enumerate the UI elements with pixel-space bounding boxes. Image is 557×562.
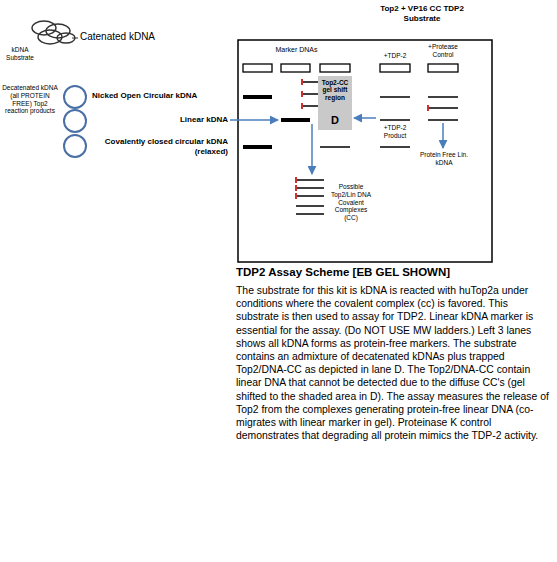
gel-band <box>380 96 410 98</box>
region-label: Top2-CC gel shift region <box>319 79 351 101</box>
red-tick <box>301 103 303 109</box>
red-tick <box>301 91 303 97</box>
ccc-label: Covalently closed circular kDNA (relaxed… <box>92 137 228 156</box>
gel-band <box>243 95 272 99</box>
gel-band <box>296 187 324 189</box>
nicked-label: Nicked Open Circular kDNA <box>92 91 232 101</box>
red-tick <box>427 105 429 111</box>
callout-label: Possible Top2/Lin DNA Covalent Complexes… <box>327 183 375 222</box>
gel-band <box>428 107 458 109</box>
linear-label: Linear kDNA <box>92 115 228 125</box>
gel-outline <box>238 40 492 262</box>
gel-band <box>243 145 272 149</box>
gel-band <box>296 205 324 207</box>
gel-band <box>428 96 458 98</box>
lane-group-label: Marker DNAs <box>243 46 350 54</box>
lane-label: +TDP-2 <box>372 52 418 60</box>
gel-band <box>428 119 458 121</box>
pointer-line <box>72 38 78 39</box>
decatenated-circles <box>64 86 86 157</box>
gel-band <box>302 81 318 83</box>
red-tick <box>295 177 297 183</box>
shaded-region: Top2-CC gel shift regionD <box>318 76 352 130</box>
substrate-header: Top2 + VP16 CC TDP2 Substrate <box>362 4 482 23</box>
gel-band <box>296 195 324 197</box>
gel-band <box>296 213 324 215</box>
lane-letter: D <box>331 114 339 127</box>
cc-arrow <box>311 124 313 174</box>
callout-label: Protein Free Lin. kDNA <box>417 151 471 167</box>
substrate-label: kDNA Substrate <box>2 46 38 62</box>
decatenated-label: Decatenated kDNA (all PROTEIN FREE) Top2… <box>0 84 60 115</box>
caption-text: The substrate for this kit is kDNA is re… <box>236 284 550 442</box>
gel-band <box>380 119 410 121</box>
linear-arrow <box>230 119 278 121</box>
gel-band <box>302 93 318 95</box>
red-tick <box>301 79 303 85</box>
protein-free-arrow <box>442 123 444 148</box>
gel-wells <box>243 64 458 72</box>
red-tick <box>295 193 297 199</box>
lane-label: +Protease Control <box>419 43 467 59</box>
gel-band <box>320 146 350 148</box>
caption-title: TDP2 Assay Scheme [EB GEL SHOWN] <box>236 266 550 280</box>
gel-band <box>281 118 310 122</box>
catenated-kdna-icon <box>32 21 75 44</box>
gel-band <box>302 105 318 107</box>
gel-band <box>296 179 324 181</box>
catenated-label: Catenated kDNA <box>80 31 180 43</box>
red-tick <box>295 185 297 191</box>
gel-band <box>380 146 410 148</box>
product-arrow <box>354 117 376 119</box>
callout-label: +TDP-2 Product <box>376 124 414 140</box>
